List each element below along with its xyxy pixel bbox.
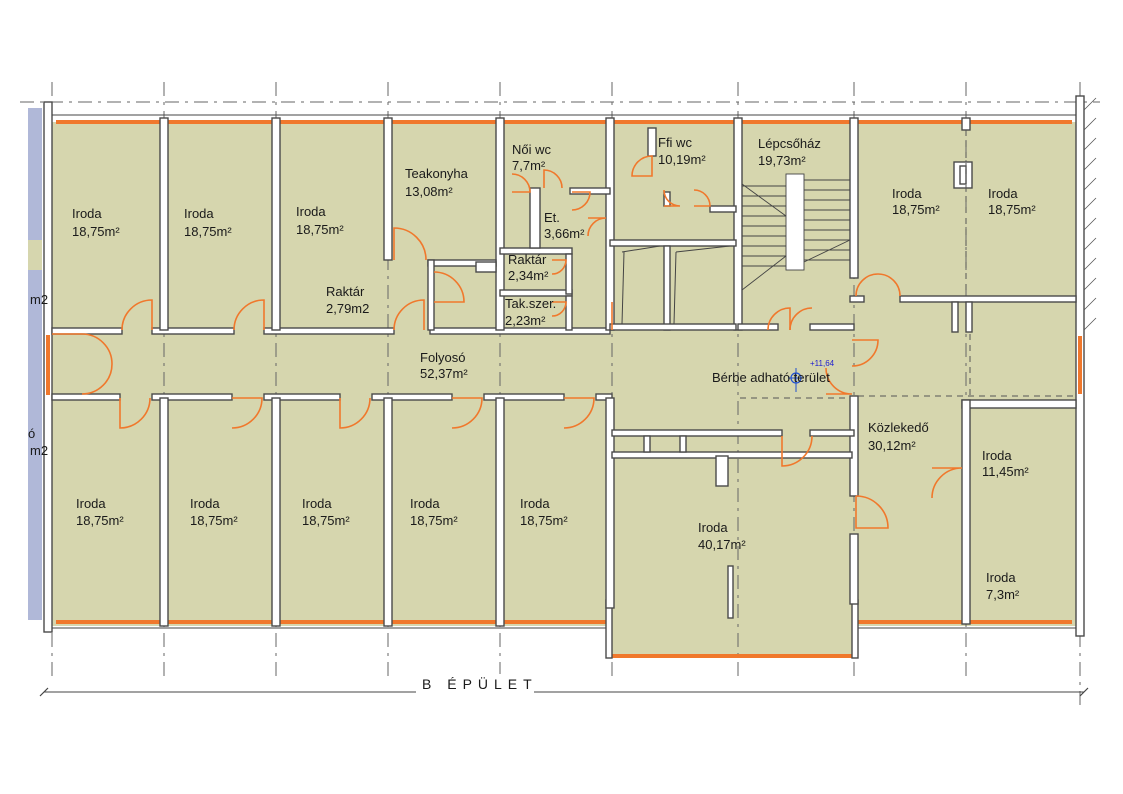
- room-area: 3,66m²: [544, 226, 585, 241]
- room-area: 52,37m²: [420, 366, 468, 381]
- room-area: 10,19m²: [658, 152, 706, 167]
- room-name: Iroda: [520, 496, 550, 511]
- room-name: Iroda: [72, 206, 102, 221]
- room-area: 13,08m²: [405, 184, 453, 199]
- interior-walls: [51, 117, 1077, 627]
- room-area: 18,75m²: [296, 222, 344, 237]
- room-area: 2,34m²: [508, 268, 549, 283]
- room-name: Teakonyha: [405, 166, 469, 181]
- area-boundaries: [740, 130, 1076, 399]
- room-name: Iroda: [892, 186, 922, 201]
- staircase: [741, 173, 851, 291]
- adjacent-building-strip: [28, 108, 42, 620]
- room-name: Iroda: [982, 448, 1012, 463]
- wc-partitions: [621, 194, 731, 325]
- room-area: 30,12m²: [868, 438, 916, 453]
- room-name: Lépcsőház: [758, 136, 821, 151]
- building-dimension: B ÉPÜLET: [39, 674, 1089, 697]
- room-area: 2,79m2: [326, 301, 369, 316]
- room-area: 11,45m²: [982, 464, 1029, 479]
- room-area: 7,7m²: [512, 158, 546, 173]
- room-area: 18,75m²: [302, 513, 350, 528]
- room-area: 18,75m²: [72, 224, 120, 239]
- room-area: 7,3m²: [986, 587, 1020, 602]
- room-labels: Iroda 18,75m² Iroda 18,75m² Iroda 18,75m…: [28, 135, 1036, 602]
- room-name: Iroda: [190, 496, 220, 511]
- room-name: Et.: [544, 210, 560, 225]
- room-name: Iroda: [296, 204, 326, 219]
- room-name: Iroda: [410, 496, 440, 511]
- room-name: Ffi wc: [658, 135, 692, 150]
- room-fills: [52, 122, 1084, 657]
- room-area: 18,75m²: [410, 513, 458, 528]
- room-name: Tak.szer.: [505, 296, 556, 311]
- room-name: Iroda: [698, 520, 728, 535]
- building-label: B ÉPÜLET: [422, 675, 538, 692]
- room-area: 19,73m²: [758, 153, 806, 168]
- room-area: 18,75m²: [892, 202, 940, 217]
- room-name: ó: [28, 426, 35, 441]
- room-name: Iroda: [986, 570, 1016, 585]
- room-area: 2,23m²: [505, 313, 546, 328]
- room-area: 18,75m²: [76, 513, 124, 528]
- room-area: 18,75m²: [988, 202, 1036, 217]
- room-area: 18,75m²: [184, 224, 232, 239]
- room-name: Női wc: [512, 142, 552, 157]
- room-area: 18,75m²: [520, 513, 568, 528]
- room-name: Iroda: [988, 186, 1018, 201]
- doors: [52, 155, 963, 529]
- elevation-label: +11,64: [810, 359, 835, 368]
- room-area: 40,17m²: [698, 537, 746, 552]
- elevation-marker: +11,64: [788, 359, 835, 392]
- room-name: Iroda: [302, 496, 332, 511]
- room-name: Iroda: [184, 206, 214, 221]
- room-name: Iroda: [76, 496, 106, 511]
- room-name: Közlekedő: [868, 420, 929, 435]
- room-area: m2: [30, 292, 48, 307]
- room-area: 18,75m²: [190, 513, 238, 528]
- room-area: m2: [30, 443, 48, 458]
- room-name: Raktár: [508, 252, 547, 267]
- room-name: Raktár: [326, 284, 365, 299]
- exterior-walls: [43, 95, 1097, 659]
- room-name: Folyosó: [420, 350, 466, 365]
- room-name: Bérbe adható terület: [712, 370, 830, 385]
